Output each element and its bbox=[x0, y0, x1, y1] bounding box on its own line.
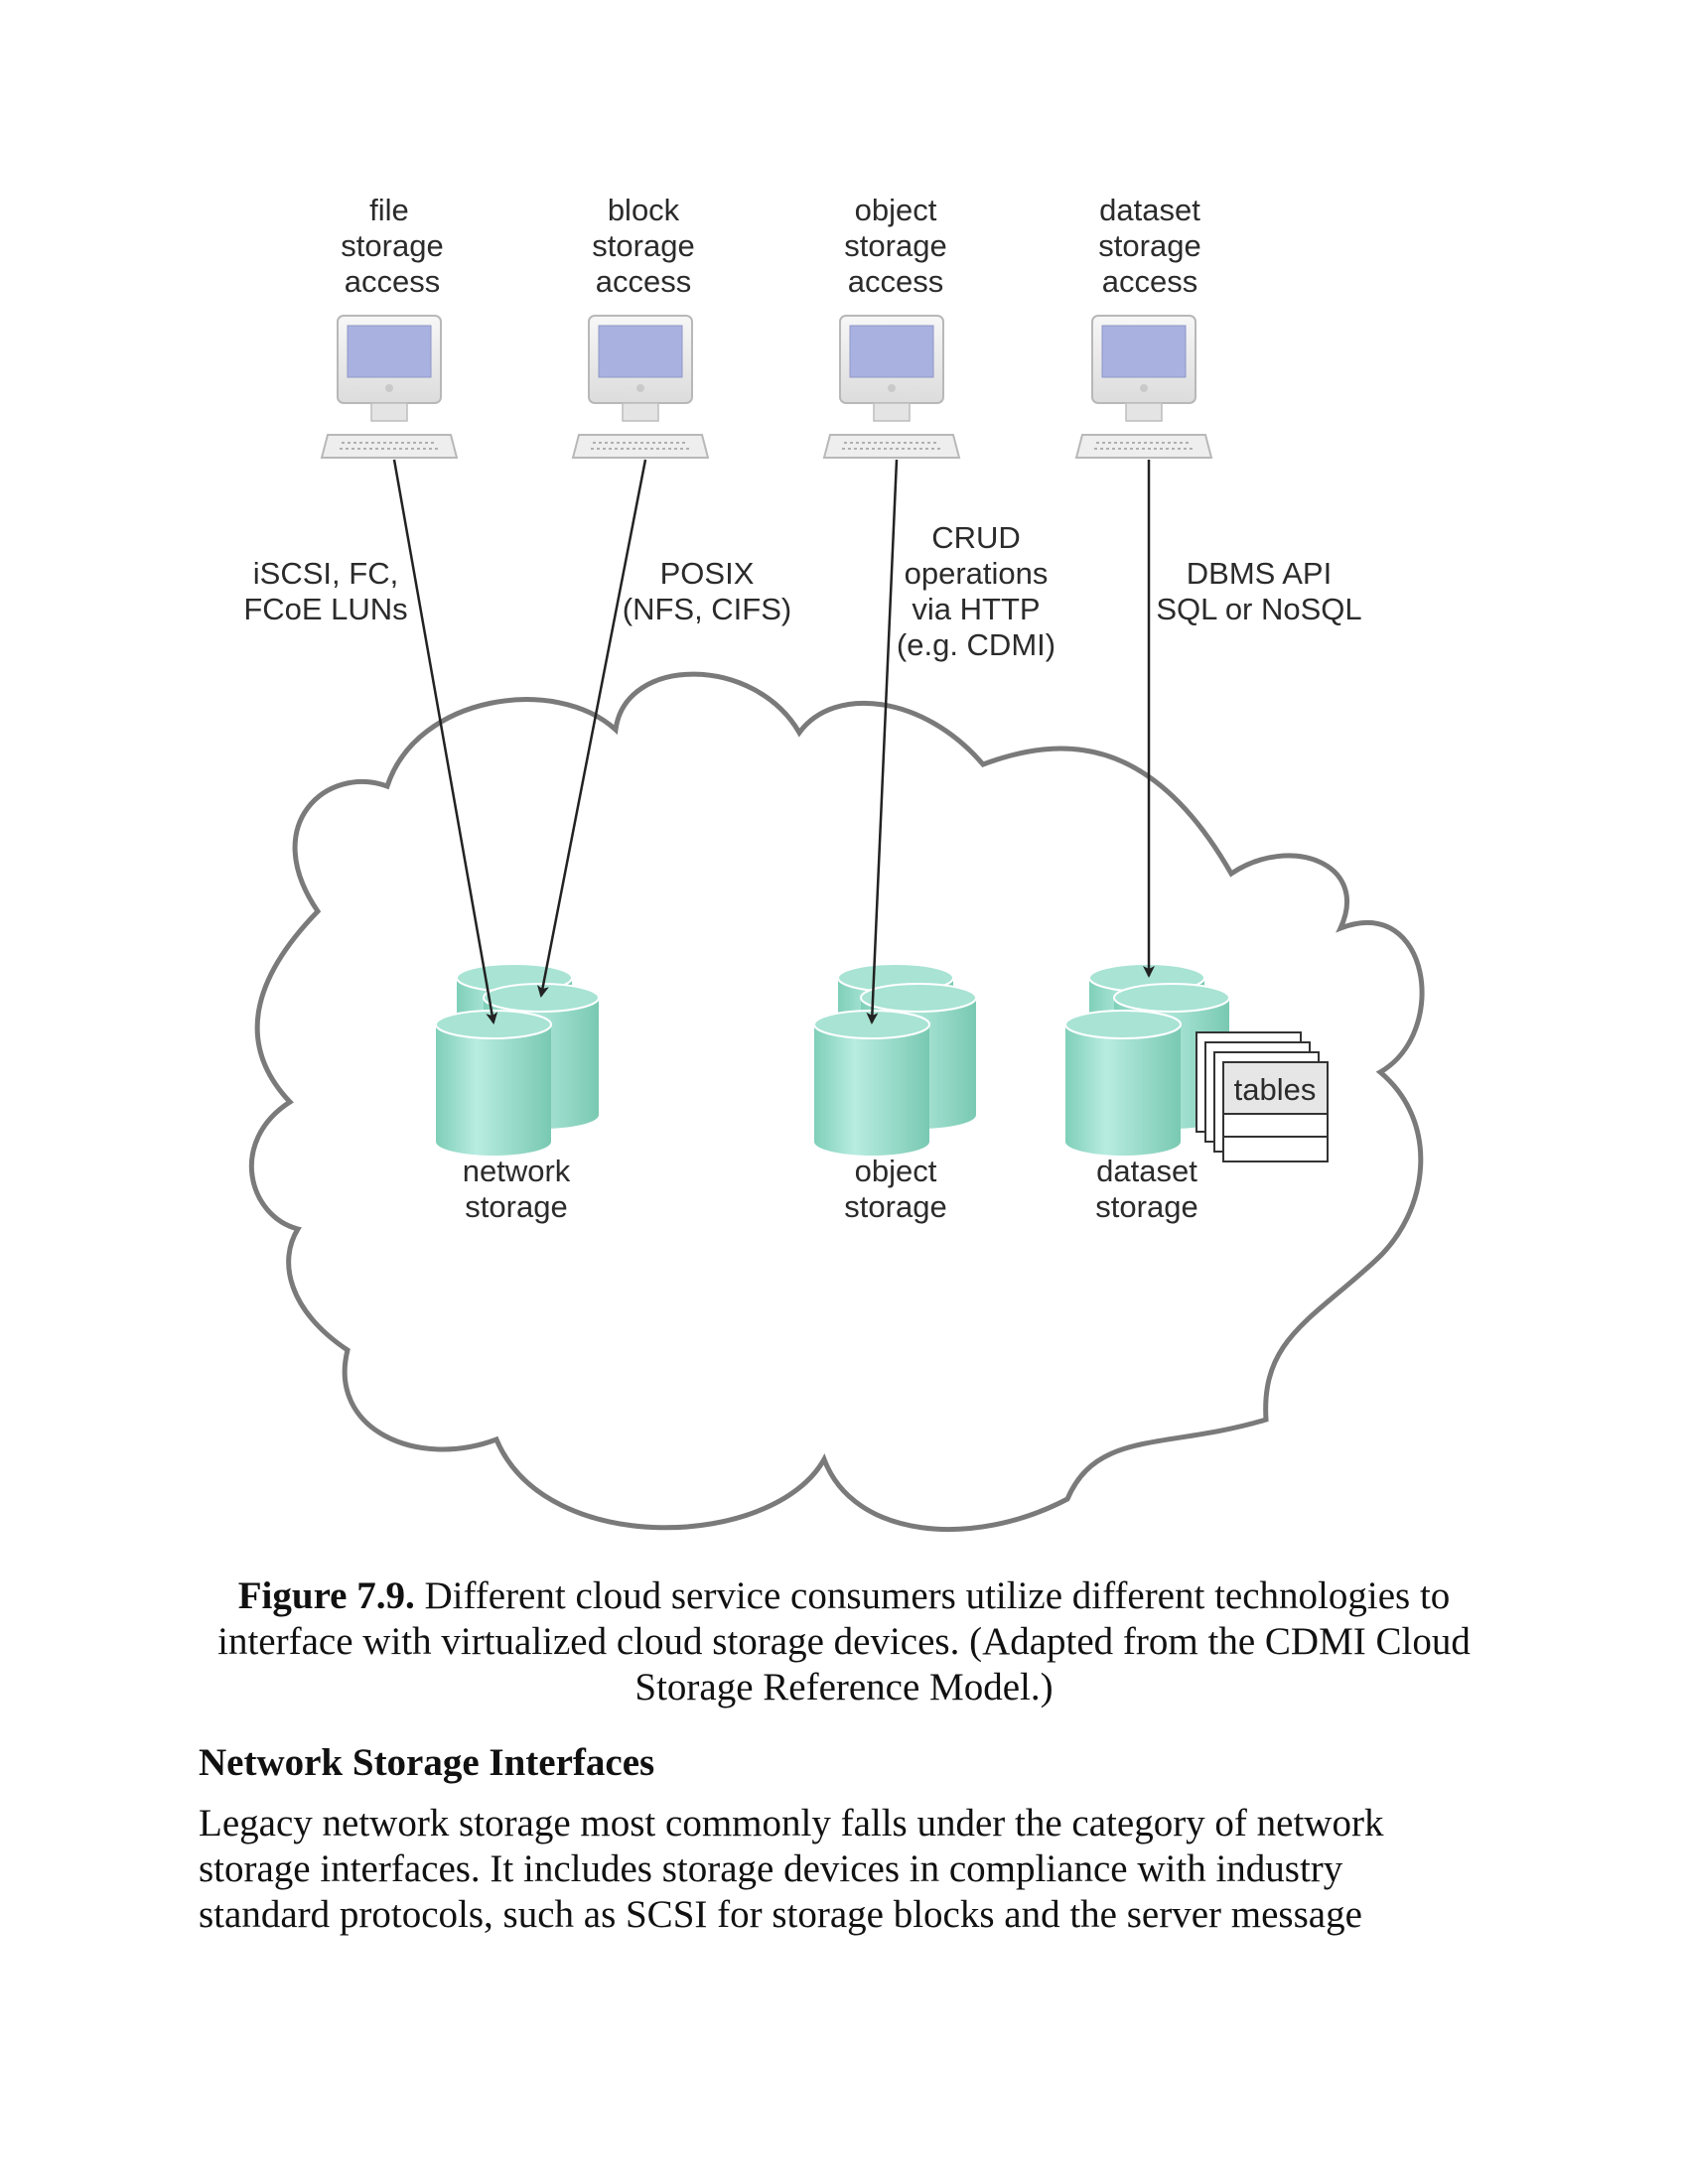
svg-text:storage: storage bbox=[465, 1189, 567, 1224]
svg-text:via HTTP: via HTTP bbox=[912, 592, 1040, 626]
svg-text:(NFS, CIFS): (NFS, CIFS) bbox=[623, 592, 792, 626]
svg-text:access: access bbox=[596, 264, 691, 299]
crud-protocol-label: CRUD operations via HTTP (e.g. CDMI) bbox=[897, 520, 1055, 662]
svg-text:SQL or NoSQL: SQL or NoSQL bbox=[1156, 592, 1361, 626]
body-paragraph: Legacy network storage most commonly fal… bbox=[199, 1801, 1509, 1938]
dataset-storage-label: dataset storage bbox=[1095, 1154, 1197, 1224]
svg-text:storage: storage bbox=[1095, 1189, 1197, 1224]
dbms-protocol-label: DBMS API SQL or NoSQL bbox=[1156, 556, 1361, 626]
caption-line-2: interface with virtualized cloud storage… bbox=[217, 1620, 1471, 1663]
svg-text:object: object bbox=[855, 1154, 937, 1188]
svg-text:iSCSI, FC,: iSCSI, FC, bbox=[253, 556, 398, 591]
paragraph-line-2: storage interfaces. It includes storage … bbox=[199, 1847, 1343, 1890]
svg-text:block: block bbox=[608, 193, 680, 227]
svg-text:dataset: dataset bbox=[1096, 1154, 1197, 1188]
svg-text:CRUD: CRUD bbox=[931, 520, 1021, 555]
dataset-access-label: dataset storage access bbox=[1098, 193, 1200, 299]
svg-text:storage: storage bbox=[341, 228, 443, 263]
paragraph-line-1: Legacy network storage most commonly fal… bbox=[199, 1802, 1384, 1844]
section-heading: Network Storage Interfaces bbox=[199, 1741, 655, 1784]
svg-text:object: object bbox=[855, 193, 937, 227]
svg-text:dataset: dataset bbox=[1099, 193, 1200, 227]
svg-text:POSIX: POSIX bbox=[660, 556, 755, 591]
cloud-storage-diagram: tables file storage access block storage… bbox=[243, 193, 1425, 1533]
figure-label: Figure 7.9. bbox=[237, 1574, 415, 1617]
block-access-arrow bbox=[537, 459, 647, 998]
dataset-access-computer-icon bbox=[1075, 315, 1212, 459]
block-access-computer-icon bbox=[572, 315, 709, 459]
svg-text:storage: storage bbox=[592, 228, 694, 263]
object-access-label: object storage access bbox=[844, 193, 946, 299]
svg-text:storage: storage bbox=[844, 228, 946, 263]
object-access-computer-icon bbox=[823, 315, 960, 459]
caption-text-1: Different cloud service consumers utiliz… bbox=[414, 1574, 1451, 1617]
svg-text:access: access bbox=[345, 264, 440, 299]
lun-protocol-label: iSCSI, FC, FCoE LUNs bbox=[243, 556, 407, 626]
tables-label: tables bbox=[1234, 1072, 1317, 1107]
svg-text:network: network bbox=[463, 1154, 571, 1188]
paragraph-line-3: standard protocols, such as SCSI for sto… bbox=[199, 1893, 1362, 1936]
object-access-arrow bbox=[866, 459, 899, 1024]
file-access-computer-icon bbox=[321, 315, 458, 459]
network-storage-label: network storage bbox=[463, 1154, 571, 1224]
svg-text:storage: storage bbox=[844, 1189, 946, 1224]
posix-protocol-label: POSIX (NFS, CIFS) bbox=[623, 556, 792, 626]
caption-line-3: Storage Reference Model.) bbox=[634, 1666, 1054, 1708]
file-access-arrow bbox=[392, 459, 498, 1024]
figure-caption: Figure 7.9. Different cloud service cons… bbox=[194, 1573, 1494, 1710]
tables-stack-icon: tables bbox=[1196, 1031, 1329, 1162]
svg-text:DBMS API: DBMS API bbox=[1187, 556, 1332, 591]
svg-text:FCoE LUNs: FCoE LUNs bbox=[243, 592, 407, 626]
object-storage-label: object storage bbox=[844, 1154, 946, 1224]
file-access-label: file storage access bbox=[341, 193, 443, 299]
svg-text:file: file bbox=[369, 193, 409, 227]
block-access-label: block storage access bbox=[592, 193, 694, 299]
svg-text:storage: storage bbox=[1098, 228, 1200, 263]
svg-text:(e.g. CDMI): (e.g. CDMI) bbox=[897, 627, 1055, 662]
svg-text:access: access bbox=[1102, 264, 1197, 299]
caption-line-1: Figure 7.9. Different cloud service cons… bbox=[194, 1573, 1494, 1619]
svg-text:operations: operations bbox=[905, 556, 1049, 591]
svg-text:access: access bbox=[848, 264, 943, 299]
